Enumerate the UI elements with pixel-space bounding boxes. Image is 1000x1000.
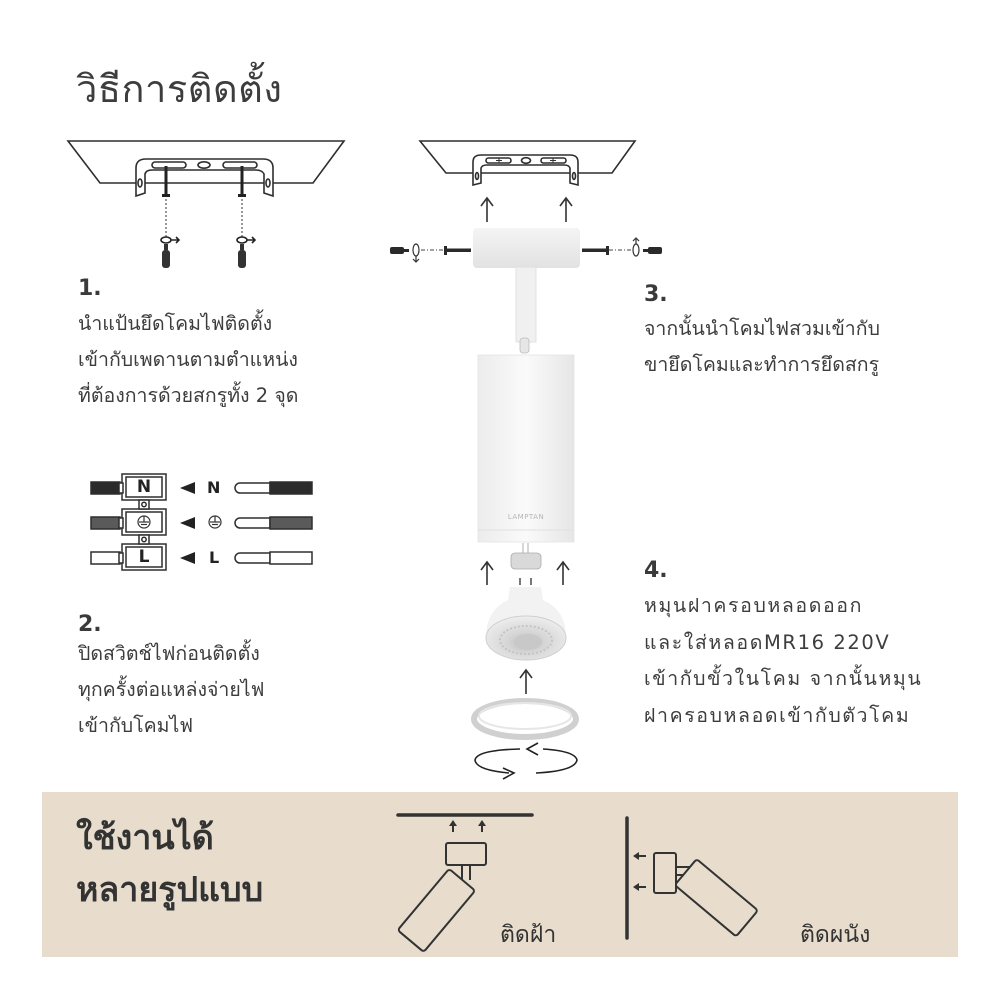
page-title: วิธีการติดตั้ง — [76, 67, 283, 111]
usage-panel — [42, 792, 958, 957]
wire-label-n: N — [207, 478, 221, 497]
screwdriver-icon — [160, 236, 257, 244]
wiring-diagram — [90, 473, 313, 571]
step3-number: 3. — [644, 282, 668, 307]
arrow-left-icon — [180, 482, 195, 564]
arrow-up-icon — [480, 196, 573, 222]
step2-number: 2. — [78, 612, 102, 637]
wall-mount-label: ติดผนัง — [800, 922, 871, 948]
step4-text: หมุนฝาครอบหลอดออก และใส่หลอดMR16 220V เข… — [644, 594, 923, 727]
wire-label-l: L — [209, 548, 220, 567]
step4-number: 4. — [644, 558, 668, 583]
mr16-bulb — [485, 587, 567, 661]
plus-icon — [496, 158, 556, 163]
step3-text: จากนั้นนำโคมไฟสวมเข้ากับ ขายึดโคมและทำกา… — [644, 317, 880, 376]
step2-text: ปิดสวิตช์ไฟก่อนติดตั้ง ทุกครั้งต่อแหล่งจ… — [78, 642, 265, 737]
terminal-label-l: L — [138, 547, 150, 567]
terminal-label-n: N — [136, 477, 152, 497]
step3-ceiling-diagram — [418, 140, 637, 187]
step1-number: 1. — [78, 276, 102, 301]
step1-ceiling-diagram — [66, 140, 346, 198]
screw-icon — [164, 166, 244, 195]
brand-label: LAMPTAN — [507, 513, 545, 521]
rotate-icon — [474, 742, 578, 780]
bulb-socket — [510, 543, 542, 570]
arrow-up-icon — [480, 560, 570, 694]
step1-text: นำแป้นยึดโคมไฟติดตั้ง เข้ากับเพดานตามตำแ… — [78, 312, 299, 407]
usage-panel-title: ใช้งานได้ หลายรูปแบบ — [76, 818, 264, 910]
ground-icon — [137, 515, 222, 529]
ceiling-mount-label: ติดฝ้า — [500, 922, 557, 948]
lamp-canopy — [473, 228, 580, 354]
screwdriver-icon — [390, 246, 662, 255]
retaining-ring — [471, 698, 579, 740]
